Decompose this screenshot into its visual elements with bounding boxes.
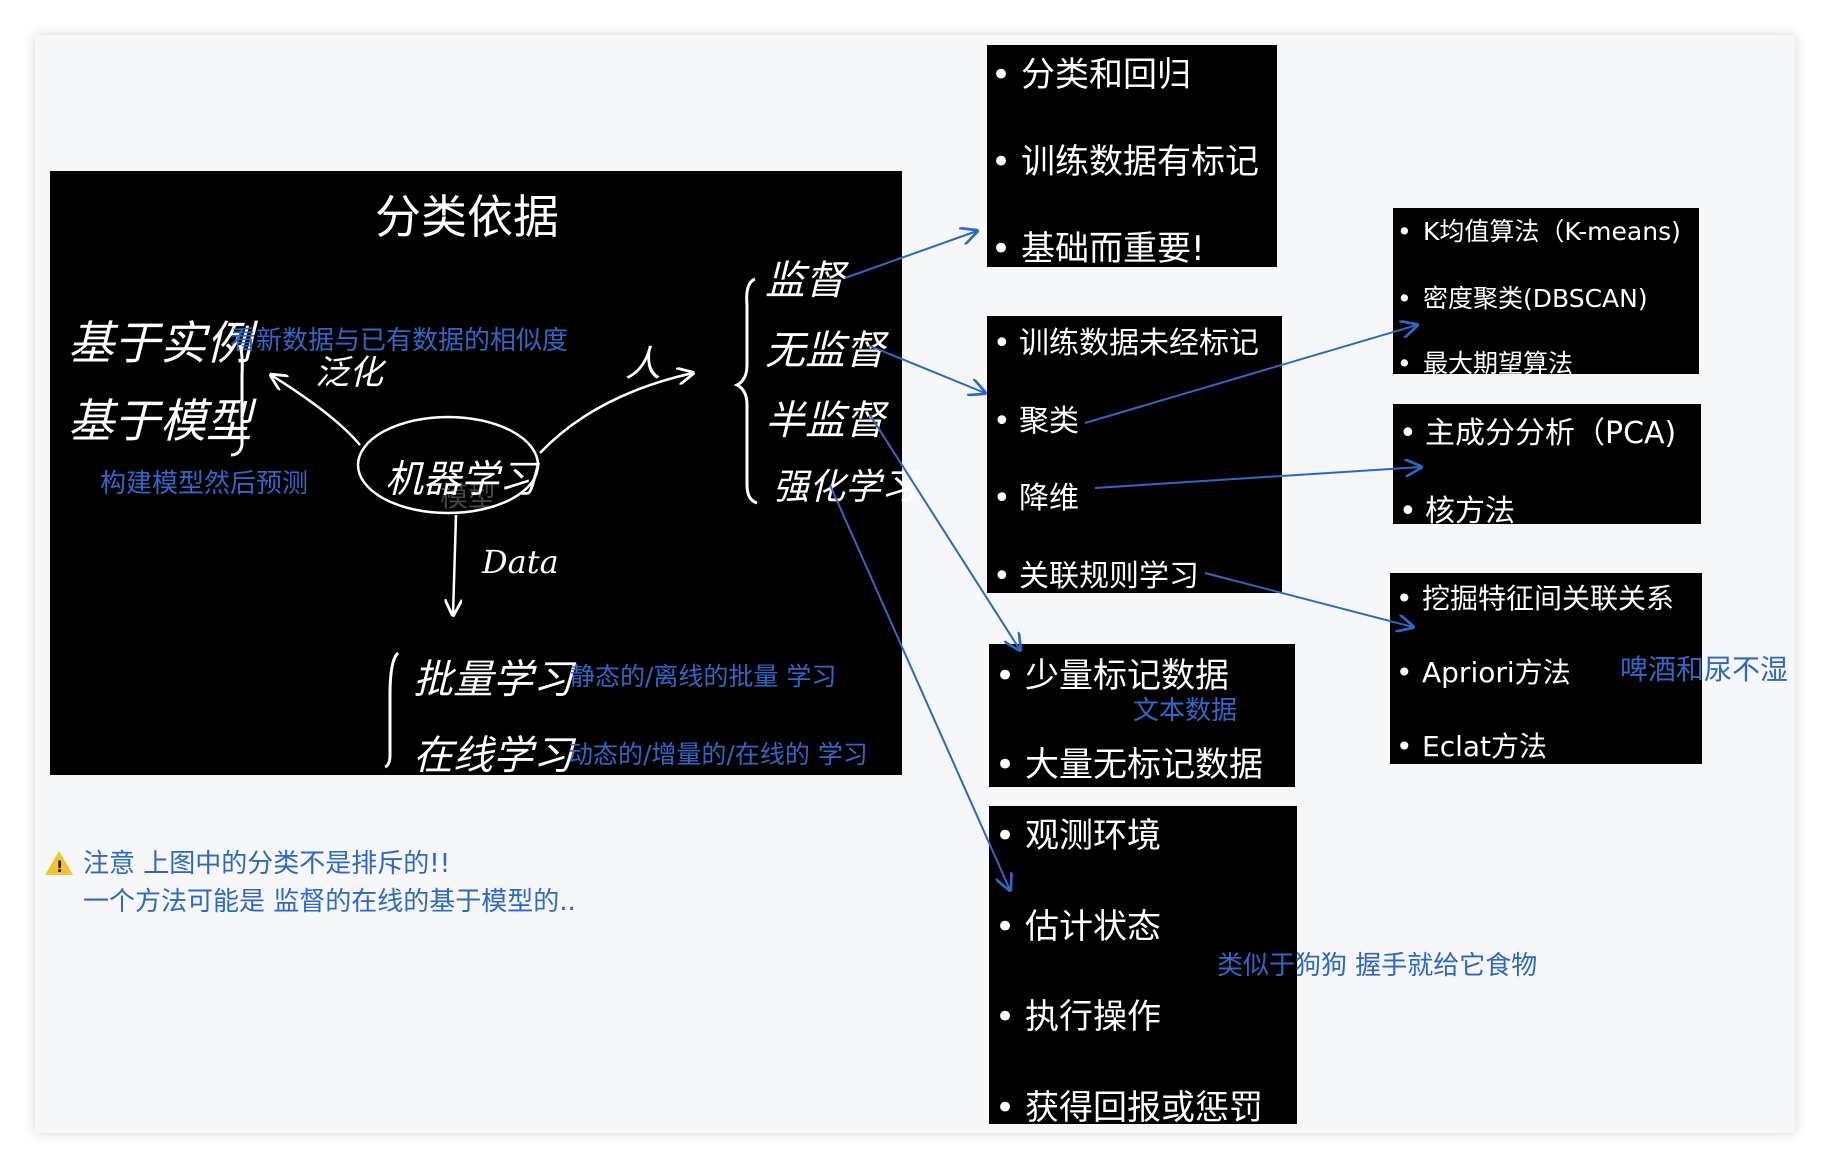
right-item-unsupervised: 无监督 <box>765 328 885 374</box>
clustering-item: K均值算法（K-means) <box>1397 212 1681 248</box>
arrow-unsupervised <box>869 345 985 393</box>
association-item: Eclat方法 <box>1396 725 1547 765</box>
unsupervised-item: 聚类 <box>993 396 1079 440</box>
right-item-rl: 强化学习 <box>773 467 918 508</box>
clustering-item: 密度聚类(DBSCAN) <box>1397 279 1648 315</box>
arrow-association <box>1204 572 1413 627</box>
right-item-semi: 半监督 <box>765 398 885 444</box>
association-box: 挖掘特征间关联关系 Apriori方法 Eclat方法 <box>1390 573 1702 764</box>
online-note: 动态的/增量的/在线的 学习 <box>568 740 868 769</box>
center-node-label: 机器学习 <box>385 457 538 501</box>
center-node-ellipse <box>356 415 540 515</box>
arrow-semi <box>869 414 1020 650</box>
unsupervised-item: 训练数据未经标记 <box>993 318 1259 362</box>
semi-note: 文本数据 <box>1133 696 1238 726</box>
diagram-strokes <box>230 35 1795 1133</box>
left-bracket <box>230 344 244 457</box>
supervised-item: 训练数据有标记 <box>991 134 1259 183</box>
main-panel: 分类依据 <box>50 171 902 775</box>
association-note: 啤酒和尿不湿 <box>1620 653 1789 686</box>
rl-item: 观测环境 <box>995 808 1161 857</box>
dimreduce-item: 核方法 <box>1399 486 1515 530</box>
unsupervised-item: 降维 <box>993 473 1079 517</box>
supervised-box: 分类和回归 训练数据有标记 基础而重要! <box>987 45 1277 270</box>
right-edge-label: 人 <box>625 344 662 385</box>
unsupervised-item: 关联规则学习 <box>993 551 1199 595</box>
association-item: 挖掘特征间关联关系 <box>1396 577 1674 617</box>
bottom-bracket <box>384 651 400 769</box>
semi-item: 大量无标记数据 <box>995 737 1263 786</box>
arrow-dimreduce <box>1094 467 1421 489</box>
supervised-item: 基础而重要! <box>991 221 1205 270</box>
dimreduce-box: 主成分分析（PCA) 核方法 <box>1393 404 1701 529</box>
arrow-clustering <box>1084 325 1417 424</box>
rl-item: 估计状态 <box>995 899 1161 948</box>
left-item-instance: 基于实例 <box>68 316 252 370</box>
clustering-item: 最大期望算法 <box>1397 344 1573 380</box>
rl-item: 获得回报或惩罚 <box>995 1080 1263 1129</box>
bottom-edge-label: Data <box>482 543 559 581</box>
rl-note: 类似于狗狗 握手就给它食物 <box>1217 951 1538 981</box>
semi-box: 少量标记数据 大量无标记数据 <box>989 644 1295 787</box>
left-arrow <box>271 375 361 446</box>
bottom-item-online: 在线学习 <box>413 733 573 779</box>
dimreduce-item: 主成分分析（PCA) <box>1399 408 1676 452</box>
left-item-model: 基于模型 <box>68 394 252 448</box>
unsupervised-box: 训练数据未经标记 聚类 降维 关联规则学习 <box>987 316 1282 595</box>
canvas-sheet: 分类依据 基于实例 基于模型 泛化 模型 机器学习 人 监督 无监督 半监督 强… <box>35 35 1795 1133</box>
instance-note: 看新数据与已有数据的相似度 <box>230 326 569 356</box>
arrow-supervised <box>844 231 977 279</box>
panel-title: 分类依据 <box>375 190 559 244</box>
right-arrow <box>539 373 693 454</box>
bottom-item-batch: 批量学习 <box>413 657 573 703</box>
warning-icon-mark: ! <box>56 857 64 876</box>
association-item: Apriori方法 <box>1396 651 1571 691</box>
model-note: 构建模型然后预测 <box>100 469 309 499</box>
arrow-rl <box>829 484 1010 890</box>
warning-line-2: 一个方法可能是 监督的在线的基于模型的.. <box>83 887 576 917</box>
supervised-item: 分类和回归 <box>991 47 1191 96</box>
right-item-supervised: 监督 <box>765 258 845 304</box>
warning-line-1: 注意 上图中的分类不是排斥的!! <box>83 849 451 879</box>
left-edge-label: 泛化 <box>315 353 383 393</box>
rl-box: 观测环境 估计状态 执行操作 获得回报或惩罚 <box>989 806 1297 1128</box>
rl-item: 执行操作 <box>995 989 1161 1038</box>
down-arrow <box>453 514 456 615</box>
right-brace <box>733 277 758 505</box>
batch-note: 静态的/离线的批量 学习 <box>570 662 837 691</box>
clustering-box: K均值算法（K-means) 密度聚类(DBSCAN) 最大期望算法 <box>1393 208 1699 378</box>
semi-item: 少量标记数据 <box>995 648 1229 697</box>
warning-icon <box>45 851 73 875</box>
